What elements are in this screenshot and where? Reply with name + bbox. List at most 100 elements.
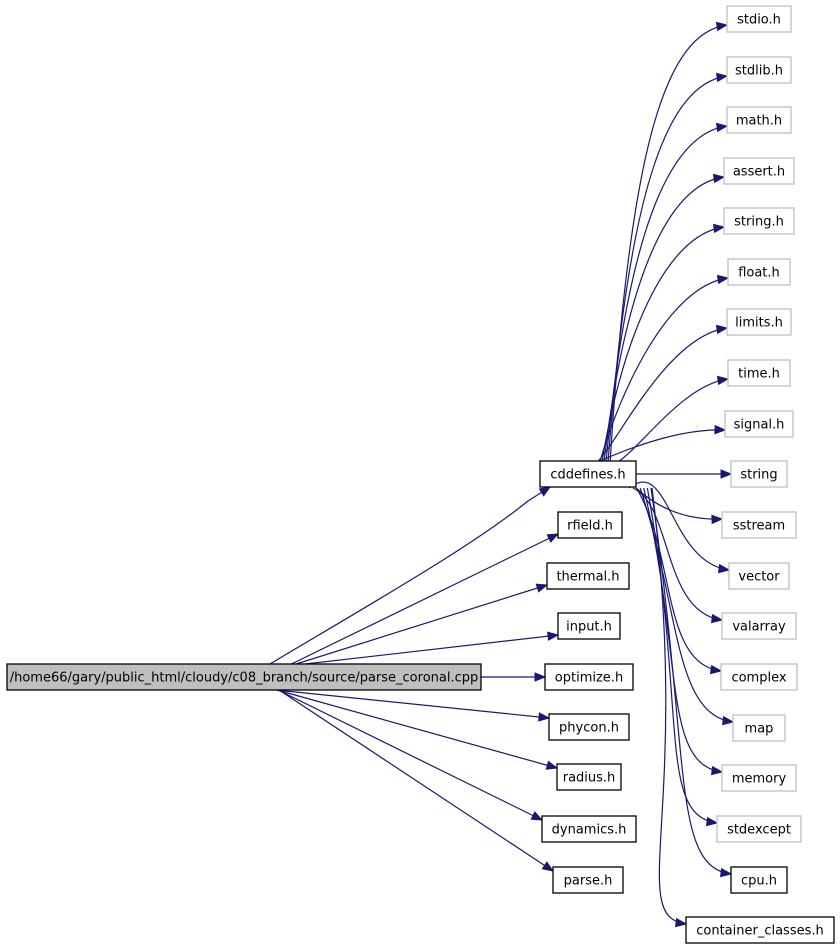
edge-cddefines-h-to-cpu-h (650, 487, 732, 875)
edge-cddefines-h-to-string-arrowhead (720, 469, 733, 479)
node-string-h-box (723, 207, 795, 235)
node-cddefines-h[interactable]: cddefines.h (539, 460, 637, 488)
edge-cddefines-h-to-stdexcept-arrowhead (705, 816, 719, 827)
node-map-label: map (745, 722, 774, 737)
node-container-classes-h[interactable]: container_classes.h (685, 916, 835, 944)
node-signal-h-label: signal.h (734, 418, 785, 433)
node-vector-label: vector (738, 570, 780, 585)
node-cpu-h-label: cpu.h (741, 874, 777, 889)
node-assert-h-label: assert.h (733, 165, 785, 180)
node-float-h[interactable]: float.h (727, 258, 791, 286)
node-dynamics-h-label: dynamics.h (552, 823, 627, 838)
edge-cddefines-h-to-assert-h (603, 176, 725, 462)
edge-cddefines-h-to-valarray (632, 487, 723, 621)
node-math-h-label: math.h (736, 114, 782, 129)
node-cpu-h[interactable]: cpu.h (730, 866, 788, 894)
edge-cddefines-h-to-stdio-h-arrowhead (715, 21, 729, 32)
node-stdexcept-box (716, 815, 802, 843)
edge-root-to-dynamics-h-arrowhead (530, 811, 544, 821)
node-input-h-box (557, 612, 621, 640)
node-memory[interactable]: memory (721, 764, 797, 792)
edge-root-to-parse-h-arrowhead (541, 861, 555, 872)
node-dynamics-h[interactable]: dynamics.h (541, 815, 637, 843)
node-stdio-h[interactable]: stdio.h (726, 5, 792, 33)
node-phycon-h[interactable]: phycon.h (548, 713, 630, 741)
edge-root-to-rfield-h-arrowhead (546, 533, 560, 543)
node-limits-h-label: limits.h (735, 316, 783, 331)
node-vector[interactable]: vector (728, 562, 790, 590)
node-stdexcept[interactable]: stdexcept (716, 815, 802, 843)
graph-nodes: /home66/gary/public_html/cloudy/c08_bran… (6, 5, 835, 944)
node-radius-h-label: radius.h (563, 771, 616, 786)
node-math-h[interactable]: math.h (726, 106, 792, 134)
node-stdio-h-box (726, 5, 792, 33)
node-stdexcept-label: stdexcept (727, 823, 791, 838)
node-time-h[interactable]: time.h (727, 359, 791, 387)
edge-root-to-input-h (296, 634, 559, 666)
edge-cddefines-h-to-string-h-arrowhead (712, 223, 726, 234)
node-float-h-box (727, 258, 791, 286)
edge-root-to-optimize-h-arrowhead (534, 672, 547, 682)
node-assert-h[interactable]: assert.h (723, 157, 795, 185)
edge-cddefines-h-to-vector-arrowhead (717, 563, 731, 574)
edge-cddefines-h-to-assert-h-arrowhead (712, 173, 726, 184)
node-math-h-box (726, 106, 792, 134)
node-thermal-h-box (546, 562, 630, 590)
node-signal-h[interactable]: signal.h (724, 410, 794, 438)
node-container-classes-h-box (685, 916, 835, 944)
edge-root-to-parse-h (278, 689, 554, 872)
node-memory-box (721, 764, 797, 792)
node-valarray[interactable]: valarray (721, 612, 797, 640)
node-thermal-h-label: thermal.h (556, 570, 619, 585)
edge-root-to-cddefines-h (269, 486, 551, 665)
node-cddefines-h-label: cddefines.h (550, 468, 625, 483)
node-complex-label: complex (731, 671, 786, 686)
node-sstream-label: sstream (733, 519, 785, 534)
node-signal-h-box (724, 410, 794, 438)
node-map[interactable]: map (732, 714, 786, 742)
node-rfield-h-label: rfield.h (567, 519, 613, 534)
node-sstream-box (721, 511, 797, 539)
edge-cddefines-h-to-stdlib-h-arrowhead (715, 72, 729, 83)
edge-root-to-cddefines-h-arrowhead (538, 486, 552, 497)
edge-cddefines-h-to-map-arrowhead (721, 715, 735, 726)
edge-root-to-dynamics-h (277, 689, 543, 821)
node-radius-h[interactable]: radius.h (556, 763, 622, 791)
node-string[interactable]: string (730, 460, 788, 488)
edge-root-to-thermal-h (292, 584, 548, 666)
node-complex[interactable]: complex (720, 663, 798, 691)
node-container-classes-h-label: container_classes.h (696, 924, 824, 939)
node-optimize-h-box (544, 663, 634, 691)
graph-edges (269, 21, 735, 928)
node-optimize-h-label: optimize.h (555, 671, 623, 686)
edge-cddefines-h-to-signal-h (599, 429, 726, 462)
node-parse-h-box (552, 866, 624, 894)
node-valarray-box (721, 612, 797, 640)
edge-cddefines-h-to-cpu-h-arrowhead (719, 867, 733, 878)
edge-cddefines-h-to-sstream-arrowhead (711, 514, 724, 525)
node-sstream[interactable]: sstream (721, 511, 797, 539)
node-parse-h-label: parse.h (564, 874, 613, 889)
node-stdlib-h[interactable]: stdlib.h (726, 56, 792, 84)
node-input-h-label: input.h (566, 620, 612, 635)
node-stdlib-h-label: stdlib.h (735, 64, 783, 79)
node-rfield-h-box (557, 511, 623, 539)
edge-cddefines-h-to-float-h-arrowhead (716, 274, 730, 285)
node-string-h[interactable]: string.h (723, 207, 795, 235)
node-thermal-h[interactable]: thermal.h (546, 562, 630, 590)
edge-root-to-radius-h (276, 689, 558, 769)
node-input-h[interactable]: input.h (557, 612, 621, 640)
edge-cddefines-h-to-complex-arrowhead (709, 664, 723, 675)
edge-root-to-phycon-h (275, 689, 550, 719)
node-parse-h[interactable]: parse.h (552, 866, 624, 894)
root-node-parse-coronal-cpp-box (6, 663, 482, 691)
node-optimize-h[interactable]: optimize.h (544, 663, 634, 691)
root-node-parse-coronal-cpp-label: /home66/gary/public_html/cloudy/c08_bran… (10, 671, 479, 686)
edge-cddefines-h-to-vector (628, 481, 730, 571)
node-limits-h[interactable]: limits.h (726, 308, 792, 336)
node-rfield-h[interactable]: rfield.h (557, 511, 623, 539)
node-assert-h-box (723, 157, 795, 185)
node-radius-h-box (556, 763, 622, 791)
root-node-parse-coronal-cpp[interactable]: /home66/gary/public_html/cloudy/c08_bran… (6, 663, 482, 691)
edge-cddefines-h-to-memory (643, 487, 723, 773)
